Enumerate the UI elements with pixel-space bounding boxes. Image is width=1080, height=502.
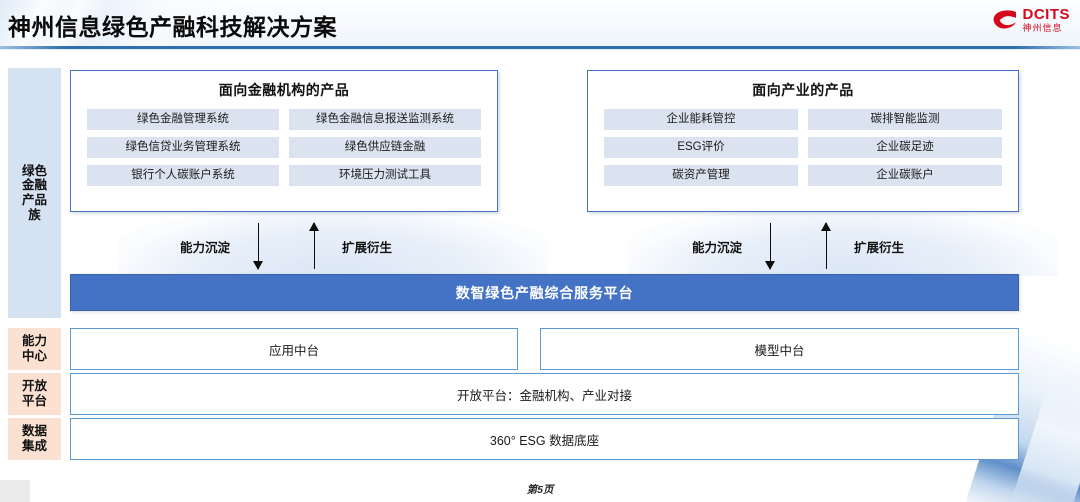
layer-label: 应用中台 (268, 343, 319, 358)
dcits-swirl-icon (992, 9, 1018, 31)
flow-group-left: 能力沉淀 扩展衍生 (180, 222, 392, 270)
hill-shape-right (628, 208, 1058, 276)
flow-label-capability-precipitation: 能力沉淀 (692, 240, 743, 255)
flow-group-right: 能力沉淀 扩展衍生 (692, 222, 904, 270)
panel-financial-institution-products: 面向金融机构的产品 绿色金融管理系统 绿色金融信息报送监测系统 绿色信贷业务管理… (70, 70, 498, 212)
layer-model-middle-platform[interactable]: 模型中台 (540, 328, 1019, 370)
platform-bar-label: 数智绿色产融综合服务平台 (455, 284, 634, 301)
chip-grid: 企业能耗管控 碳排智能监测 ESG评价 企业碳足迹 碳资产管理 企业碳账户 (588, 100, 1018, 186)
hill-shape-left (118, 208, 548, 276)
panel-industry-products: 面向产业的产品 企业能耗管控 碳排智能监测 ESG评价 企业碳足迹 碳资产管理 … (587, 70, 1019, 212)
layer-label: 开放平台：金融机构、产业对接 (456, 388, 632, 403)
sidebar-label-text: 能力 中心 (21, 334, 47, 363)
product-chip[interactable]: ESG评价 (604, 137, 798, 158)
sidebar-item-green-finance-family[interactable]: 绿色 金融 产品 族 (8, 68, 61, 318)
sidebar-label-text: 绿色 金融 产品 族 (21, 163, 47, 222)
slide-header (0, 0, 1080, 48)
product-chip[interactable]: 绿色金融管理系统 (87, 109, 279, 130)
product-chip[interactable]: 企业能耗管控 (604, 109, 798, 130)
arrow-up-icon (309, 222, 320, 269)
flow-label-expansion-derivation: 扩展衍生 (342, 240, 393, 255)
header-divider-soft (0, 49, 1080, 50)
header-divider (0, 46, 1080, 49)
sidebar-item-capability-center[interactable]: 能力 中心 (8, 328, 61, 370)
panel-title: 面向产业的产品 (752, 82, 854, 98)
arrow-column-up (286, 222, 342, 269)
layer-open-platform[interactable]: 开放平台：金融机构、产业对接 (70, 373, 1019, 415)
page-number-footer: 第5页 (526, 484, 554, 496)
flow-label-expansion-derivation: 扩展衍生 (854, 240, 905, 255)
chip-grid: 绿色金融管理系统 绿色金融信息报送监测系统 绿色信贷业务管理系统 绿色供应链金融… (71, 100, 497, 186)
product-chip[interactable]: 绿色信贷业务管理系统 (87, 137, 279, 158)
platform-bar[interactable]: 数智绿色产融综合服务平台 (70, 274, 1019, 311)
arrow-down-icon (765, 223, 776, 270)
sidebar-item-data-integration[interactable]: 数据 集成 (8, 418, 61, 460)
logo-text-block: DCITS 神州信息 (1023, 7, 1071, 33)
arrow-column-down (230, 223, 286, 270)
layer-data-foundation[interactable]: 360° ESG 数据底座 (70, 418, 1019, 460)
layer-label: 模型中台 (754, 343, 805, 358)
logo-en-text: DCITS (1022, 6, 1070, 23)
corner-gray-box-decoration (0, 480, 30, 502)
product-chip[interactable]: 环境压力测试工具 (289, 165, 481, 186)
sidebar-item-open-platform[interactable]: 开放 平台 (8, 373, 61, 415)
product-chip[interactable]: 企业碳足迹 (808, 137, 1002, 158)
arrow-column-down (742, 223, 798, 270)
layer-application-middle-platform[interactable]: 应用中台 (70, 328, 518, 370)
panel-title: 面向金融机构的产品 (218, 82, 350, 98)
product-chip[interactable]: 碳排智能监测 (808, 109, 1002, 130)
arrow-down-icon (253, 223, 264, 270)
arrow-up-icon (821, 222, 832, 269)
page-title: 神州信息绿色产融科技解决方案 (8, 14, 337, 40)
logo-cn-text: 神州信息 (1022, 23, 1063, 33)
flow-label-capability-precipitation: 能力沉淀 (180, 240, 231, 255)
sidebar-label-text: 开放 平台 (21, 379, 47, 408)
product-chip[interactable]: 银行个人碳账户系统 (87, 165, 279, 186)
product-chip[interactable]: 企业碳账户 (808, 165, 1002, 186)
product-chip[interactable]: 碳资产管理 (604, 165, 798, 186)
arrow-column-up (798, 222, 854, 269)
product-chip[interactable]: 绿色金融信息报送监测系统 (289, 109, 481, 130)
company-logo: DCITS 神州信息 (992, 7, 1071, 33)
layer-label: 360° ESG 数据底座 (489, 433, 600, 448)
product-chip[interactable]: 绿色供应链金融 (289, 137, 481, 158)
sidebar-label-text: 数据 集成 (21, 424, 47, 453)
